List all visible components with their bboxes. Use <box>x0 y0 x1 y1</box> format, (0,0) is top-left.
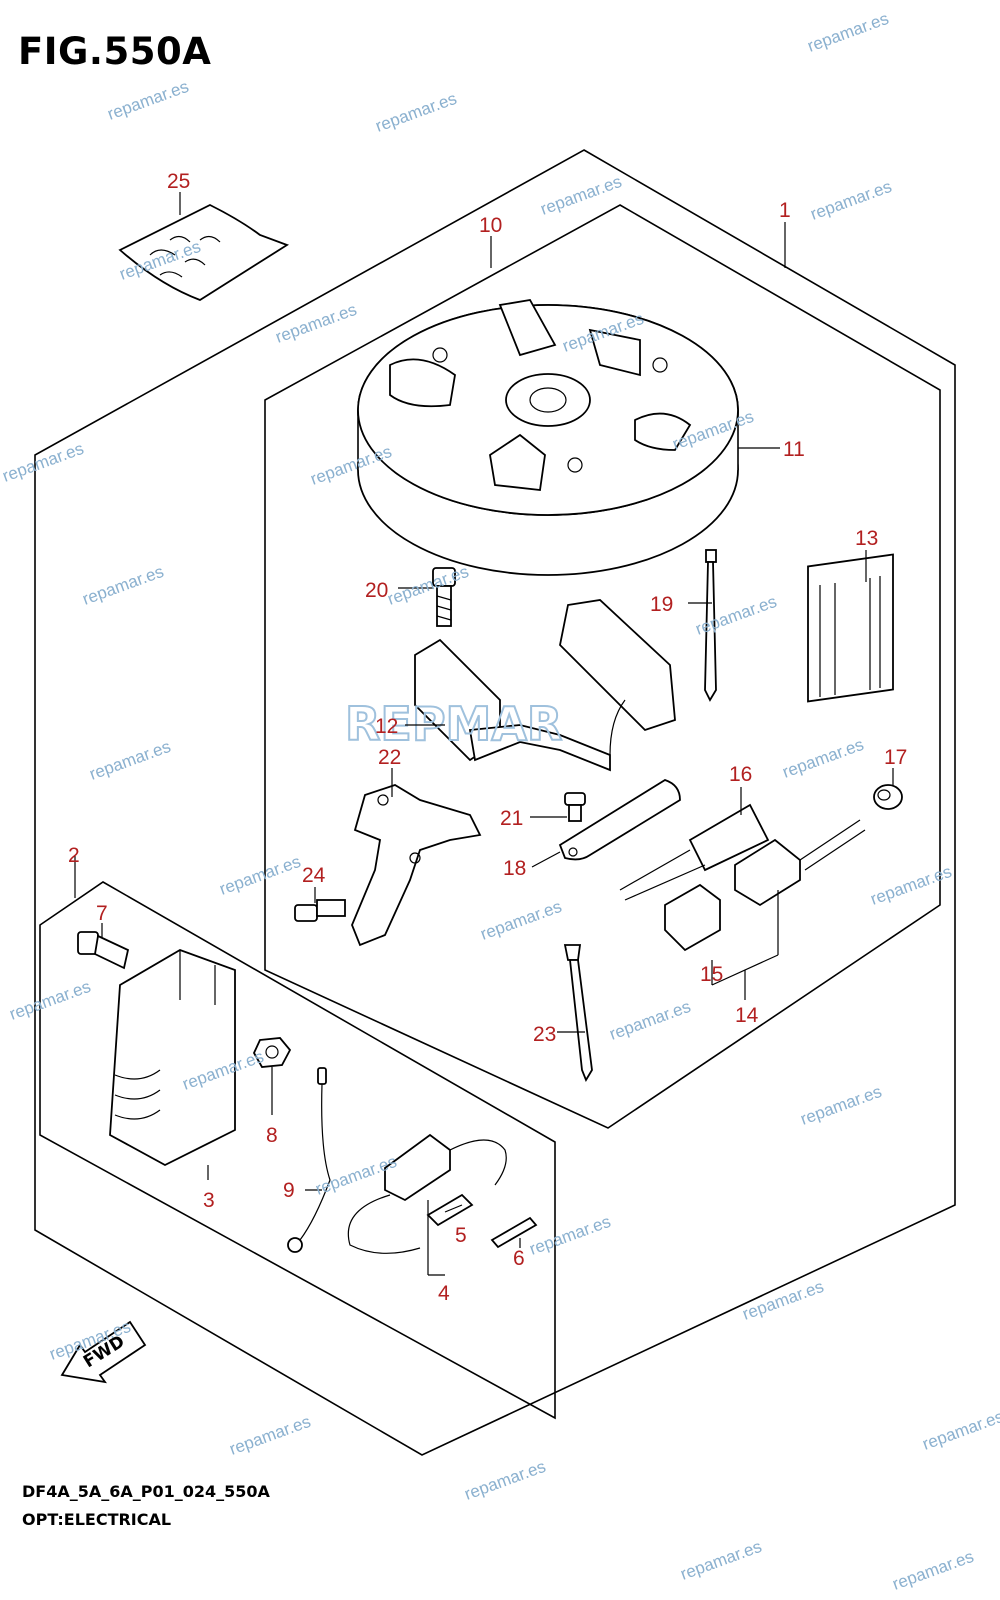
callout-17: 17 <box>884 746 907 769</box>
callout-6: 6 <box>513 1247 525 1270</box>
callout-11: 11 <box>783 438 805 461</box>
watermark-text: repamar.es <box>868 862 954 909</box>
nut-icon <box>252 1037 292 1068</box>
watermark-text: repamar.es <box>805 9 891 56</box>
callout-1: 1 <box>779 199 791 222</box>
watermark-text: repamar.es <box>478 897 564 944</box>
parts-bag-icon <box>118 203 290 301</box>
watermark-text: repamar.es <box>693 592 779 639</box>
watermark-text: repamar.es <box>0 439 86 486</box>
watermark-text: repamar.es <box>920 1407 1000 1454</box>
callout-12: 12 <box>375 715 398 738</box>
flywheel-icon <box>357 299 739 576</box>
bolt-3-icon <box>77 931 130 970</box>
watermark-text: repamar.es <box>527 1212 613 1259</box>
watermark-text: repamar.es <box>273 300 359 347</box>
ground-plate-icon <box>558 779 681 861</box>
leader-lines <box>74 192 894 1276</box>
watermark-text: repamar.es <box>462 1457 548 1504</box>
callout-14: 14 <box>735 1004 759 1027</box>
lead-wire-icon <box>287 1067 331 1253</box>
kit-outline-10 <box>264 204 941 1129</box>
bolt-2-icon <box>294 899 346 922</box>
watermark-text: repamar.es <box>227 1412 313 1459</box>
rectifier-icon <box>109 949 236 1167</box>
callout-5: 5 <box>455 1224 467 1247</box>
callout-4: 4 <box>438 1282 450 1305</box>
callout-22: 22 <box>378 746 401 769</box>
figure-title: FIG.550A <box>18 30 212 73</box>
coupler-icon <box>664 819 866 952</box>
diagram-code: DF4A_5A_6A_P01_024_550A <box>22 1482 270 1501</box>
fwd-arrow-icon <box>60 1320 147 1384</box>
watermark-text: repamar.es <box>538 172 624 219</box>
watermark-text: repamar.es <box>7 977 93 1024</box>
charge-coil-icon <box>414 599 676 772</box>
watermark-text: repamar.es <box>678 1537 764 1584</box>
callout-15: 15 <box>700 963 723 986</box>
bolt-icon <box>432 567 456 627</box>
fuse-holder-icon <box>347 1133 507 1254</box>
watermark-text: repamar.es <box>217 852 303 899</box>
grommet-icon <box>873 784 903 810</box>
callout-25: 25 <box>167 170 190 193</box>
callout-3: 3 <box>203 1189 215 1212</box>
callout-7: 7 <box>96 902 108 925</box>
callout-16: 16 <box>729 763 752 786</box>
kit-outline-2 <box>39 881 556 1420</box>
decal-icon <box>807 553 894 703</box>
watermark-text: repamar.es <box>87 737 173 784</box>
callout-19: 19 <box>650 593 673 616</box>
callout-24: 24 <box>302 864 326 887</box>
callout-13: 13 <box>855 527 878 550</box>
watermark-text: repamar.es <box>373 89 459 136</box>
watermark-text: repamar.es <box>607 997 693 1044</box>
center-logo: REPMAR <box>345 697 562 751</box>
callout-18: 18 <box>503 857 526 880</box>
kit-outline-1 <box>34 149 956 1456</box>
watermark-text: repamar.es <box>105 77 191 124</box>
watermark-text: repamar.es <box>808 177 894 224</box>
callout-10: 10 <box>479 214 502 237</box>
cable-tie-2-icon <box>563 944 593 1083</box>
screw-icon <box>564 792 586 822</box>
callout-2: 2 <box>68 844 80 867</box>
diagram-subtitle: OPT:ELECTRICAL <box>22 1510 172 1529</box>
callout-21: 21 <box>500 807 523 830</box>
watermark-text: repamar.es <box>385 562 471 609</box>
watermark-text: repamar.es <box>80 562 166 609</box>
bracket-icon <box>351 784 482 947</box>
watermark-text: repamar.es <box>890 1547 976 1594</box>
watermark-text: repamar.es <box>780 735 866 782</box>
callout-9: 9 <box>283 1179 295 1202</box>
callout-8: 8 <box>266 1124 278 1147</box>
watermark-text: repamar.es <box>740 1277 826 1324</box>
cable-tie-icon <box>704 549 717 702</box>
watermark-text: repamar.es <box>798 1082 884 1129</box>
callout-20: 20 <box>365 579 388 602</box>
connector-icon <box>619 803 770 901</box>
callout-23: 23 <box>533 1023 556 1046</box>
pin-icon <box>490 1216 538 1249</box>
